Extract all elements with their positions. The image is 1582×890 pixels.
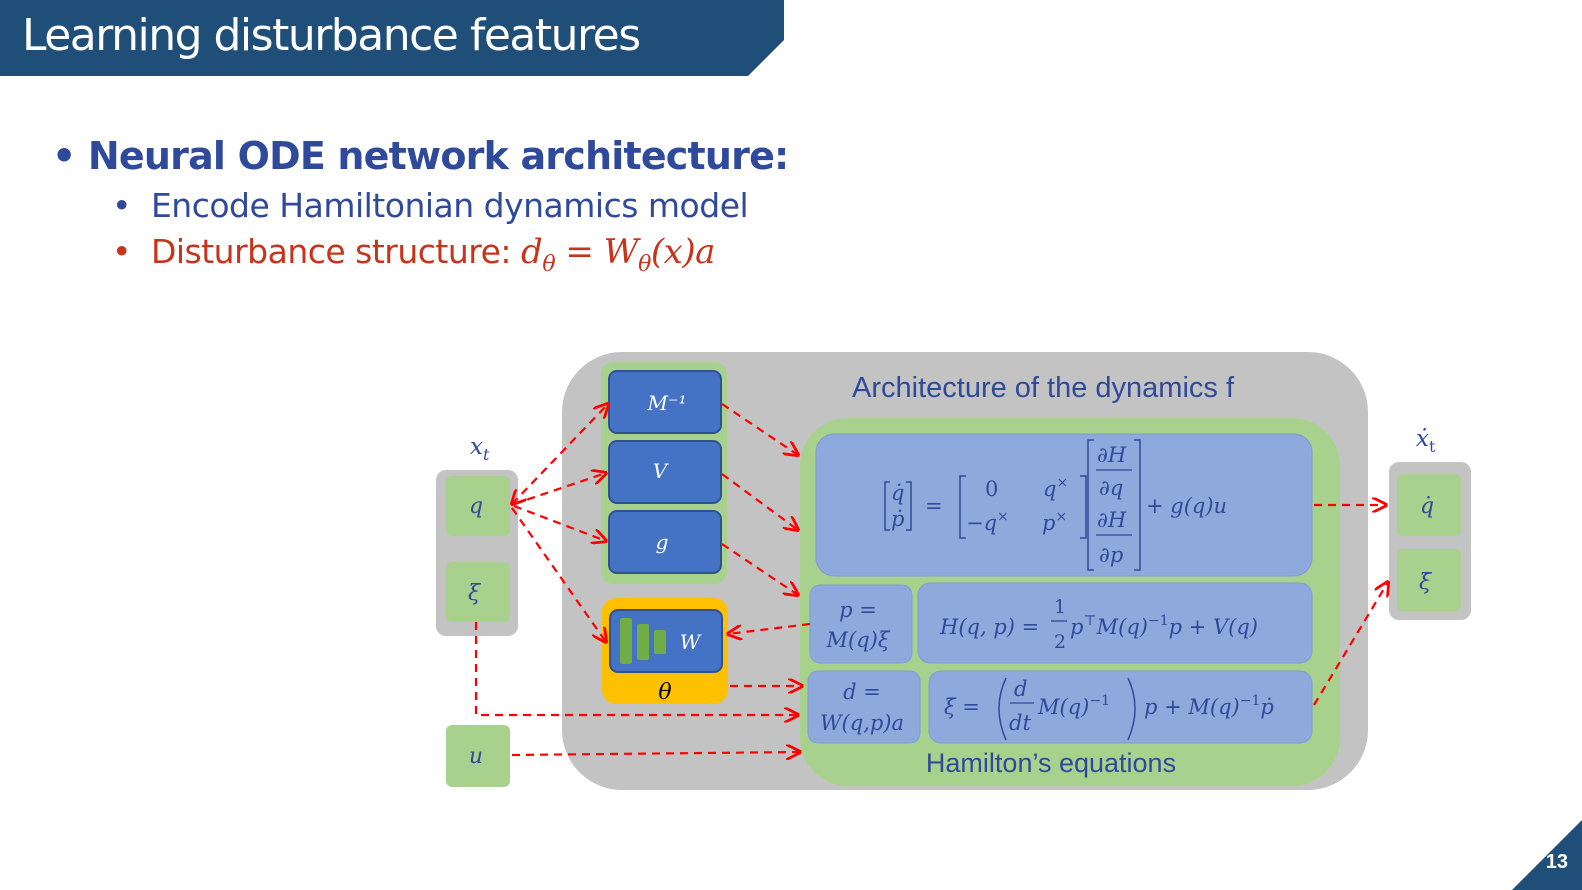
input-label: xt (470, 434, 490, 464)
svg-text:dt: dt (1009, 711, 1031, 735)
bullet-sub2-text: Disturbance structure: (150, 232, 522, 271)
svg-text:ξ̇ =: ξ̇ = (944, 695, 980, 719)
bullet-sub1: • Encode Hamiltonian dynamics model (112, 186, 749, 225)
input-xi-label: ξ (468, 581, 482, 606)
page-corner (1512, 820, 1582, 890)
arrow-g-to-main (721, 543, 798, 595)
main-equation-box (815, 433, 1313, 577)
output-xidot-box (1397, 549, 1461, 611)
net-label-v: V (653, 459, 670, 483)
net-label-g: g (656, 530, 669, 554)
arrow-q-to-v (513, 473, 606, 506)
arrow-v-to-main (721, 473, 798, 530)
theta-label: θ (658, 680, 671, 705)
w-label: W (680, 630, 702, 654)
svg-text:+ g(q)u: + g(q)u (1146, 494, 1227, 518)
bullet-main-text: Neural ODE network architecture: (87, 134, 789, 178)
page-number: 13 (1545, 851, 1568, 873)
svg-text:∂q: ∂q (1099, 476, 1123, 500)
data-flow-arrows (474, 403, 1388, 755)
main-equation: q̇ ṗ = 0 q× −q× p× ∂H ∂q ∂H ∂p + g(q)u (884, 439, 1227, 571)
svg-text:H(q, p) =: H(q, p) = (939, 615, 1039, 639)
eq-qdot: q̇ (891, 481, 904, 505)
arrow-xi-to-d (474, 622, 798, 715)
arch-title: Architecture of the dynamics f (852, 372, 1235, 404)
output-xidot-label: ξ̇ (1419, 570, 1433, 595)
d-eq-line1: d = (843, 680, 881, 704)
bullet-dot: • (112, 232, 151, 271)
nn-bar-icon (637, 624, 649, 660)
arrow-u-to-main (511, 752, 800, 755)
arrow-q-to-g (513, 504, 606, 541)
svg-text:∂H: ∂H (1097, 508, 1127, 532)
p-eq-line2: M(q)ξ (826, 628, 891, 652)
output-label: ẋt (1416, 426, 1436, 456)
input-q-label: q (469, 494, 483, 519)
svg-text:∂p: ∂p (1099, 543, 1123, 567)
arrow-minv-to-main (721, 403, 798, 455)
output-qdot-label: q̇ (1420, 494, 1434, 519)
p-eq-line1: p = (839, 598, 877, 622)
bullet-dot: • (52, 134, 88, 178)
svg-text:∂H: ∂H (1097, 443, 1127, 467)
xi-dot-box (928, 670, 1313, 744)
disturbance-formula: dθ = Wθ(x)a (521, 232, 715, 277)
nn-bar-icon (620, 618, 632, 664)
input-xi-box (446, 562, 510, 622)
d-eq-line2: W(q,p)a (820, 711, 904, 735)
svg-text:=: = (925, 494, 943, 518)
input-q-box (446, 476, 510, 536)
bullet-sub2: • Disturbance structure: dθ = Wθ(x)a (112, 232, 715, 277)
bullet-main: • Neural ODE network architecture: (52, 134, 789, 178)
nn-bar-icon (654, 630, 666, 654)
output-qdot-box (1397, 474, 1461, 536)
bullet-dot: • (112, 186, 151, 225)
arrow-xidot-to-output (1313, 582, 1388, 706)
arrow-q-to-minv (512, 404, 608, 504)
control-u-label: u (469, 744, 483, 769)
bullet-sub1-text: Encode Hamiltonian dynamics model (150, 186, 749, 225)
hamilton-label: Hamilton’s equations (926, 748, 1176, 778)
title-banner (0, 0, 784, 76)
eq-pdot: ṗ (891, 507, 904, 531)
svg-text:d: d (1014, 677, 1027, 701)
control-u-box (446, 725, 510, 787)
slide-title: Learning disturbance features (22, 10, 641, 61)
d-equation-box (807, 670, 921, 744)
svg-text:0: 0 (985, 477, 998, 501)
hamiltonian-box (917, 582, 1313, 664)
svg-text:2: 2 (1054, 631, 1066, 653)
svg-text:M(q)−1: M(q)−1 (1037, 693, 1110, 719)
svg-text:1: 1 (1054, 596, 1066, 618)
net-label-minv: M⁻¹ (646, 391, 686, 415)
